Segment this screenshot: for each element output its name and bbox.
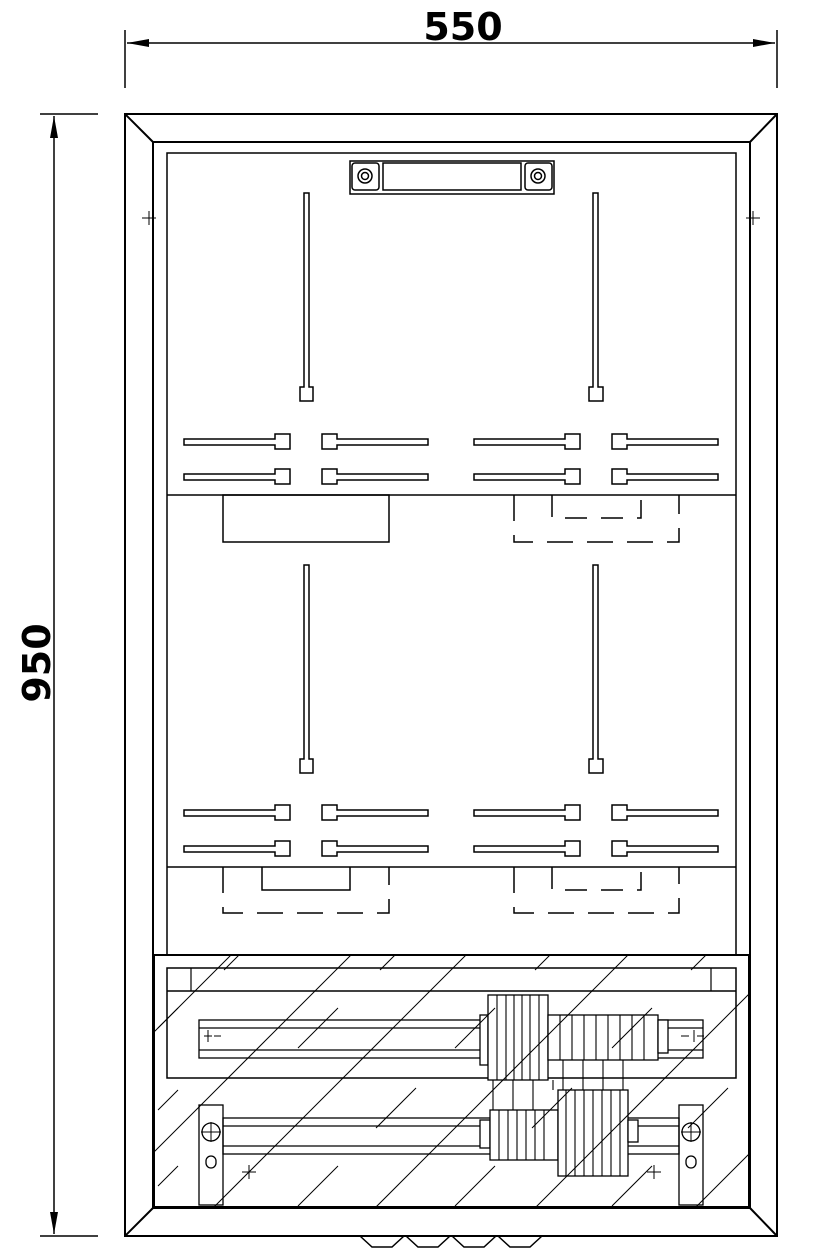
meter-bay-upper-left <box>183 192 429 543</box>
meter-bay-upper-right <box>473 192 719 543</box>
height-dimension <box>40 113 98 1237</box>
cabinet-frame <box>124 113 778 1237</box>
meter-bay-lower-left <box>183 564 429 914</box>
terminal-blocks <box>479 994 669 1177</box>
glass-cover-hatching <box>153 954 750 1208</box>
meter-bay-lower-right <box>473 564 719 914</box>
height-dimension-label: 950 <box>15 623 59 702</box>
width-dimension <box>124 30 778 88</box>
mounting-point-markers <box>142 211 760 225</box>
terminal-section <box>153 954 750 1208</box>
meter-panel <box>166 152 737 956</box>
top-handle <box>349 160 555 195</box>
width-dimension-label: 550 <box>423 5 502 49</box>
bottom-cable-glands <box>359 1235 543 1248</box>
terminal-block-dividers <box>492 995 645 1176</box>
